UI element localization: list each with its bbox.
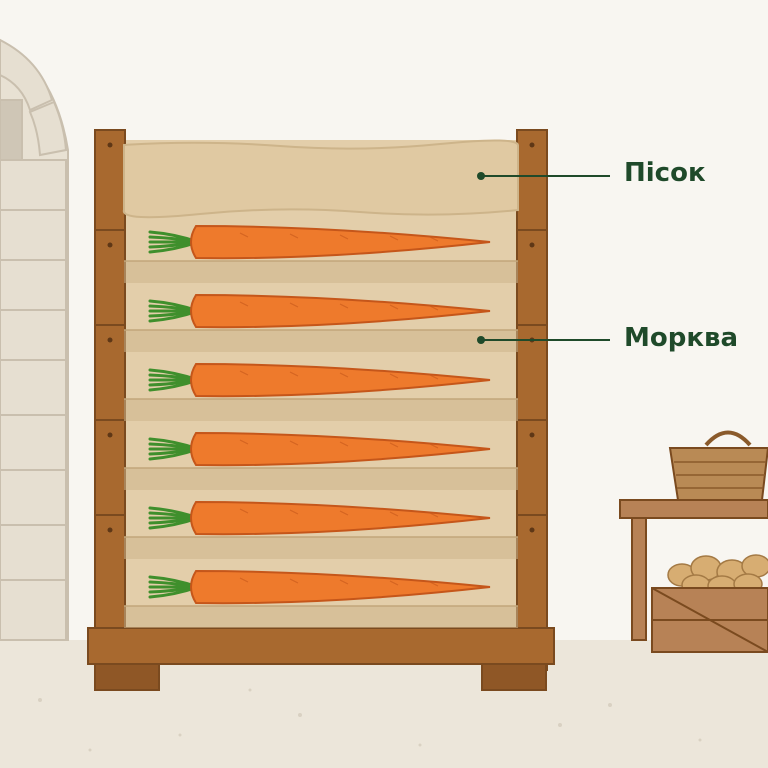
sand-separator: [124, 330, 518, 352]
sand-separator: [124, 261, 518, 283]
carrot-icon: [148, 569, 491, 605]
carrot-icon: [148, 431, 491, 467]
floor-speckles: [38, 688, 702, 752]
carrot-label: Морква: [624, 323, 738, 353]
sand-and-carrot-layers: [124, 224, 518, 628]
crate-right-post: [516, 129, 548, 671]
crate-right-foot: [481, 663, 547, 691]
sand-separator: [124, 606, 518, 628]
carrot-icon: [148, 500, 491, 536]
callout-sand: [477, 172, 610, 180]
crate-left-foot: [94, 663, 160, 691]
carrot-icon: [148, 362, 491, 398]
crate-base-beam: [87, 627, 555, 665]
carrot-icon: [148, 224, 491, 260]
sand-label: Пісок: [624, 158, 706, 188]
wicker-basket-icon: [668, 430, 768, 501]
callout-carrot: [477, 336, 610, 344]
crate-left-post: [94, 129, 126, 671]
carrot-icon: [148, 293, 491, 329]
sand-separator: [124, 399, 518, 421]
potato-crate-icon: [651, 554, 768, 653]
sand-separator: [124, 468, 518, 490]
arched-stone-doorway-icon: [0, 38, 69, 641]
sand-separator: [124, 537, 518, 559]
top-sand-layer: [122, 139, 519, 219]
wooden-bench-icon: [619, 499, 768, 641]
